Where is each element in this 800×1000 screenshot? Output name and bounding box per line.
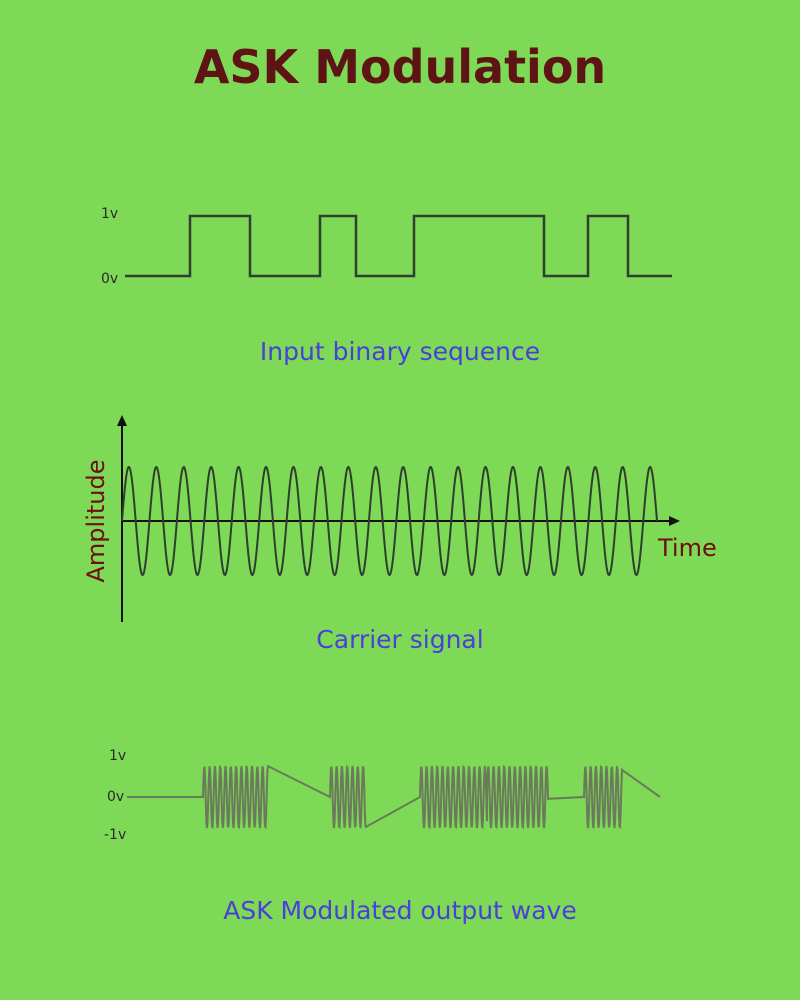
input-low-level-label: 0v	[101, 271, 119, 287]
input-sequence-caption: Input binary sequence	[259, 337, 541, 366]
time-axis-label: Time	[658, 534, 717, 562]
carrier-y-axis-arrow	[117, 415, 127, 426]
carrier-x-axis-arrow	[669, 516, 680, 526]
modulated-bottom-level-label: -1v	[104, 827, 127, 843]
carrier-sine-wave	[121, 465, 658, 577]
modulated-caption: ASK Modulated output wave	[223, 896, 577, 925]
page-title: ASK Modulation	[193, 40, 607, 94]
ask-modulated-wave	[127, 764, 661, 830]
modulated-zero-level-label: 0v	[107, 789, 125, 805]
input-high-level-label: 1v	[101, 206, 119, 222]
modulated-top-level-label: 1v	[109, 748, 127, 764]
carrier-caption: Carrier signal	[316, 625, 484, 654]
binary-square-wave	[125, 214, 672, 278]
